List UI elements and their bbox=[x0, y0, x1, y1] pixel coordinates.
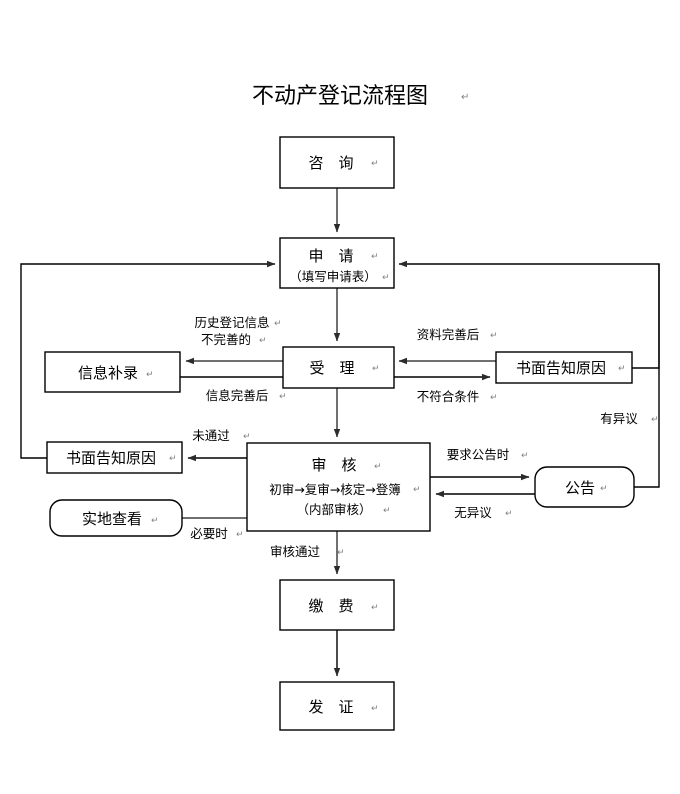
node-label-publicity-return-mark: ↵ bbox=[600, 484, 608, 494]
node-label-info-fill-return-mark: ↵ bbox=[146, 370, 154, 380]
edge-label-no-objection-return-mark: ↵ bbox=[505, 509, 513, 519]
edge-label-info-completed: 信息完善后 bbox=[206, 388, 269, 403]
edge-label-history-info-line1-return-mark: ↵ bbox=[274, 319, 282, 329]
edge-label-history-info-line2-return-mark: ↵ bbox=[259, 336, 267, 346]
edge-label-info-completed-return-mark: ↵ bbox=[279, 392, 287, 402]
node-label-site-visit: 实地查看 bbox=[82, 510, 142, 528]
node-label-consult: 咨 询 bbox=[308, 154, 353, 172]
edge-label-history-info-line2: 不完善的 bbox=[201, 332, 251, 347]
edge-publicity-to-apply bbox=[634, 264, 660, 488]
node-label-notice-left-return-mark: ↵ bbox=[169, 454, 177, 464]
node-label-consult-return-mark: ↵ bbox=[371, 159, 379, 169]
edge-label-has-objection-return-mark: ↵ bbox=[651, 415, 659, 425]
page-title-return-mark: ↵ bbox=[461, 92, 469, 103]
node-box-publicity[interactable] bbox=[534, 466, 635, 508]
edge-label-require-publicity-return-mark: ↵ bbox=[521, 451, 529, 461]
page-title: 不动产登记流程图 bbox=[252, 84, 428, 109]
node-label-notice-right: 书面告知原因 bbox=[516, 359, 606, 377]
node-box-site-visit[interactable] bbox=[49, 499, 183, 537]
edge-label-not-passed-return-mark: ↵ bbox=[243, 432, 251, 442]
node-label-notice-right-return-mark: ↵ bbox=[618, 364, 626, 374]
node-box-consult[interactable] bbox=[279, 136, 395, 189]
node-label-payment-return-mark: ↵ bbox=[371, 603, 379, 613]
edge-label-require-publicity: 要求公告时 bbox=[447, 447, 510, 462]
edge-label-review-passed-return-mark: ↵ bbox=[337, 548, 345, 558]
edge-notice-left-to-apply bbox=[20, 260, 276, 459]
node-box-info-fill[interactable] bbox=[44, 351, 181, 393]
node-sublabel-review-internal-return-mark: ↵ bbox=[383, 506, 391, 516]
edge-label-review-passed: 审核通过 bbox=[270, 544, 321, 559]
edge-label-history-info-line1: 历史登记信息 bbox=[194, 315, 269, 330]
edge-label-has-objection: 有异议 bbox=[600, 411, 638, 426]
node-label-notice-left: 书面告知原因 bbox=[66, 449, 156, 467]
edge-label-when-necessary: 必要时 bbox=[190, 526, 228, 541]
node-label-payment: 缴 费 bbox=[308, 597, 353, 615]
node-label-accept: 受 理 bbox=[309, 359, 354, 377]
node-box-issue[interactable] bbox=[279, 681, 395, 731]
node-box-apply[interactable] bbox=[279, 237, 395, 289]
edge-label-material-completed: 资料完善后 bbox=[417, 327, 480, 342]
node-label-info-fill: 信息补录 bbox=[78, 364, 138, 382]
edge-label-not-qualified: 不符合条件 bbox=[417, 389, 480, 404]
edge-label-no-objection: 无异议 bbox=[454, 505, 492, 520]
node-label-apply-return-mark: ↵ bbox=[371, 252, 379, 262]
node-box-review[interactable] bbox=[246, 442, 431, 532]
node-label-review-return-mark: ↵ bbox=[374, 462, 382, 472]
node-sublabel-apply-return-mark: ↵ bbox=[382, 273, 390, 283]
node-label-site-visit-return-mark: ↵ bbox=[151, 516, 159, 526]
node-label-accept-return-mark: ↵ bbox=[372, 364, 380, 374]
node-sublabel-review-internal: （内部审核） bbox=[296, 502, 371, 517]
node-sublabel-apply: （填写申请表） bbox=[289, 269, 377, 284]
node-box-payment[interactable] bbox=[279, 579, 395, 631]
node-box-notice-left[interactable] bbox=[46, 441, 183, 474]
edge-label-material-completed-return-mark: ↵ bbox=[490, 331, 498, 341]
node-sublabel-review-steps-return-mark: ↵ bbox=[413, 485, 421, 495]
node-label-apply: 申 请 bbox=[308, 247, 353, 265]
edge-label-when-necessary-return-mark: ↵ bbox=[236, 530, 244, 540]
edge-label-not-qualified-return-mark: ↵ bbox=[490, 393, 498, 403]
node-label-publicity: 公告 bbox=[565, 479, 595, 497]
edge-label-not-passed: 未通过 bbox=[192, 428, 230, 443]
node-sublabel-review-steps: 初审→复审→核定→登簿 bbox=[269, 482, 400, 497]
node-label-issue-return-mark: ↵ bbox=[371, 704, 379, 714]
node-label-issue: 发 证 bbox=[308, 698, 353, 716]
node-box-notice-right[interactable] bbox=[495, 351, 633, 384]
node-label-review: 审 核 bbox=[311, 456, 356, 474]
node-box-accept[interactable] bbox=[282, 346, 395, 389]
